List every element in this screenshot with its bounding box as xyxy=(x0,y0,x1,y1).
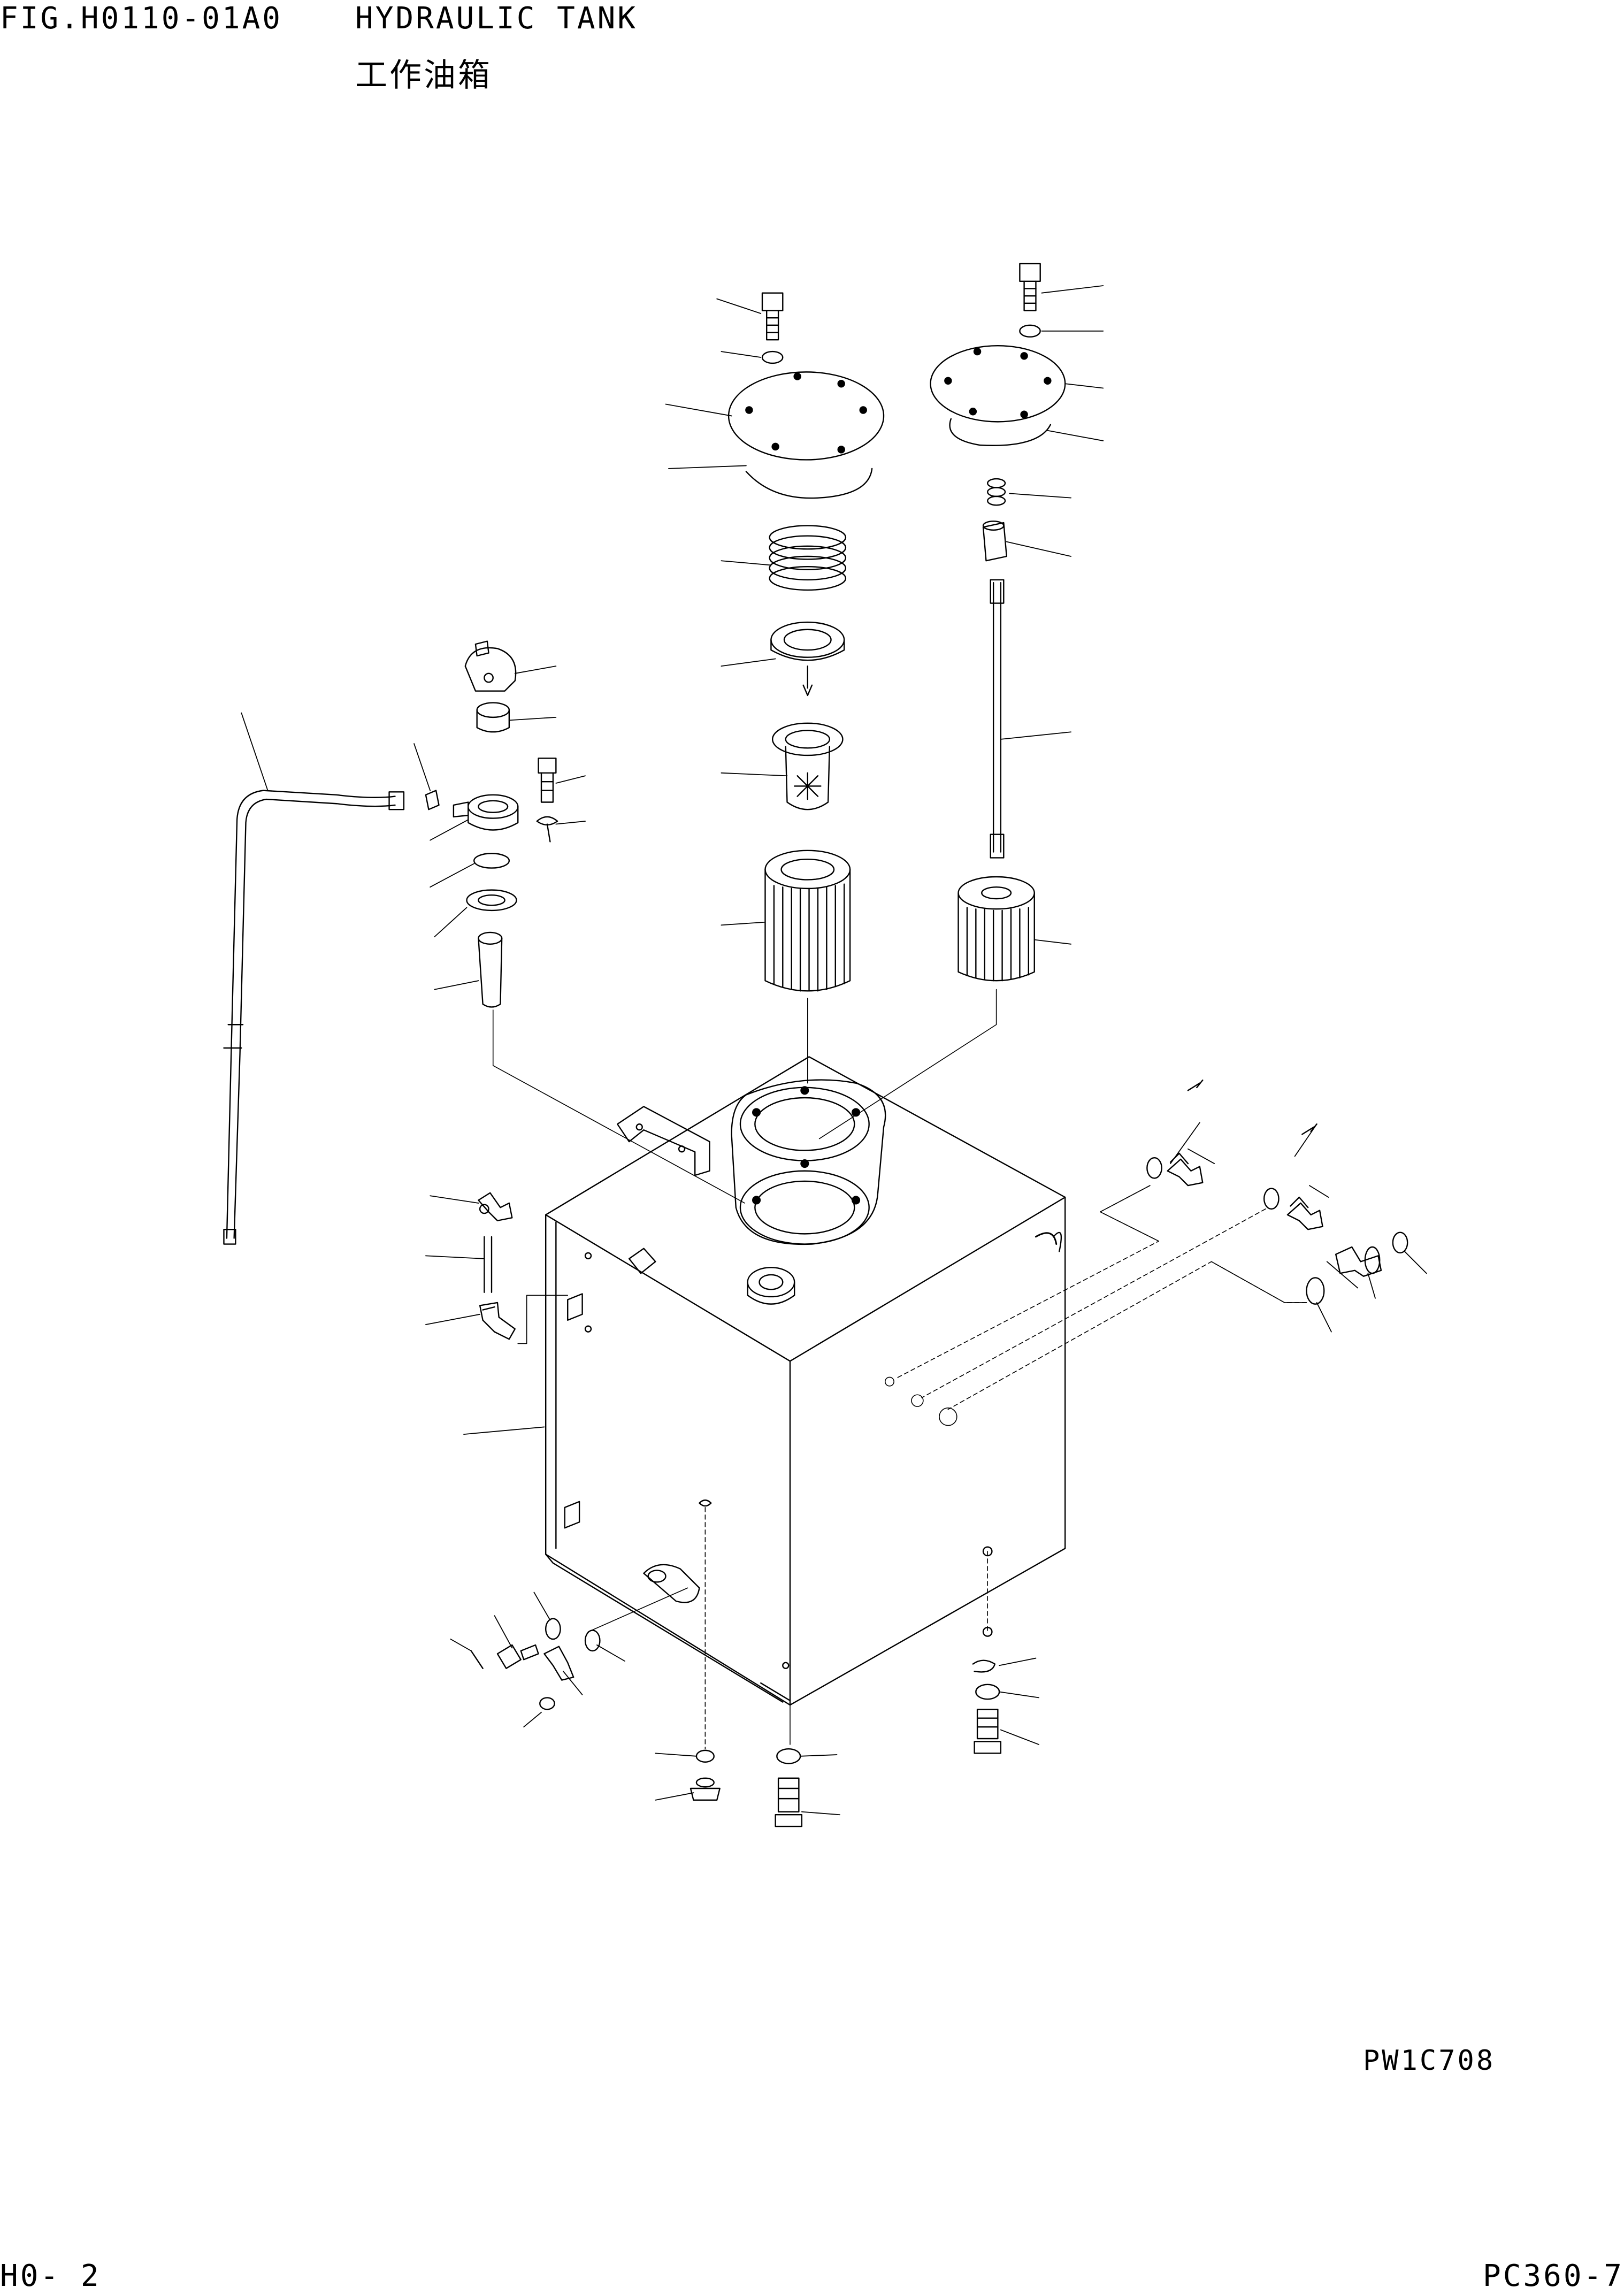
assembly-lines-filters xyxy=(808,990,997,1139)
left-o-ring xyxy=(746,469,872,498)
elbow-fitting-upper xyxy=(478,1193,512,1221)
breather-pipe xyxy=(478,932,502,1007)
left-cover-plate xyxy=(729,372,884,460)
hose-clip xyxy=(426,791,439,810)
page-number: H0- 2 xyxy=(0,2259,101,2293)
left-filter-element xyxy=(765,851,850,991)
connector-guide-lines xyxy=(885,1185,1307,1426)
hydraulic-tank-body xyxy=(546,1057,1065,1705)
bottom-drain-hardware xyxy=(691,1500,1001,1826)
drain-plug-left xyxy=(471,1619,600,1710)
bracket-line xyxy=(518,1295,568,1343)
right-o-ring xyxy=(950,419,1051,446)
drain-guide-line xyxy=(588,1588,688,1632)
left-strainer-basket xyxy=(772,723,842,809)
breather-body xyxy=(454,795,518,830)
tank-side-fittings xyxy=(565,1253,788,1669)
left-spring xyxy=(770,526,846,590)
right-fitting-middle xyxy=(1264,1124,1322,1229)
right-nut xyxy=(983,521,1007,561)
breather-lock-washer xyxy=(537,817,557,842)
right-rod xyxy=(991,580,1004,858)
tank-top-bracket xyxy=(617,1106,709,1175)
right-filter-element xyxy=(959,877,1035,981)
title-japanese: 工作油箱 xyxy=(355,57,492,94)
breather-assembly-line xyxy=(493,1010,745,1203)
drain-hose xyxy=(224,791,403,1244)
leader-lines xyxy=(241,286,1426,1815)
breather-snap-ring xyxy=(474,853,509,868)
breather-bolt xyxy=(539,758,556,802)
breather-cap xyxy=(465,641,516,691)
drawing-id: PW1C708 xyxy=(1363,2045,1496,2077)
right-washer xyxy=(1020,325,1040,337)
elbow-fitting-lower xyxy=(480,1303,515,1339)
title-english: HYDRAULIC TANK xyxy=(355,1,638,36)
left-washer xyxy=(762,351,783,363)
pin xyxy=(484,1237,492,1292)
right-small-spring xyxy=(987,479,1005,505)
left-bolt xyxy=(762,293,783,340)
right-bolt xyxy=(1020,264,1040,311)
right-cover-plate xyxy=(931,346,1066,422)
right-fitting-lower xyxy=(1306,1233,1407,1304)
right-fitting-upper xyxy=(1147,1080,1202,1185)
breather-gasket xyxy=(467,890,517,911)
figure-id: FIG.H0110-01A0 xyxy=(0,1,283,36)
tank-breather-port xyxy=(748,1267,795,1304)
breather-collar xyxy=(477,703,509,732)
left-valve-disc xyxy=(771,622,844,695)
tank-top-flange xyxy=(732,1080,886,1244)
machine-model: PC360-7 xyxy=(1482,2259,1624,2293)
